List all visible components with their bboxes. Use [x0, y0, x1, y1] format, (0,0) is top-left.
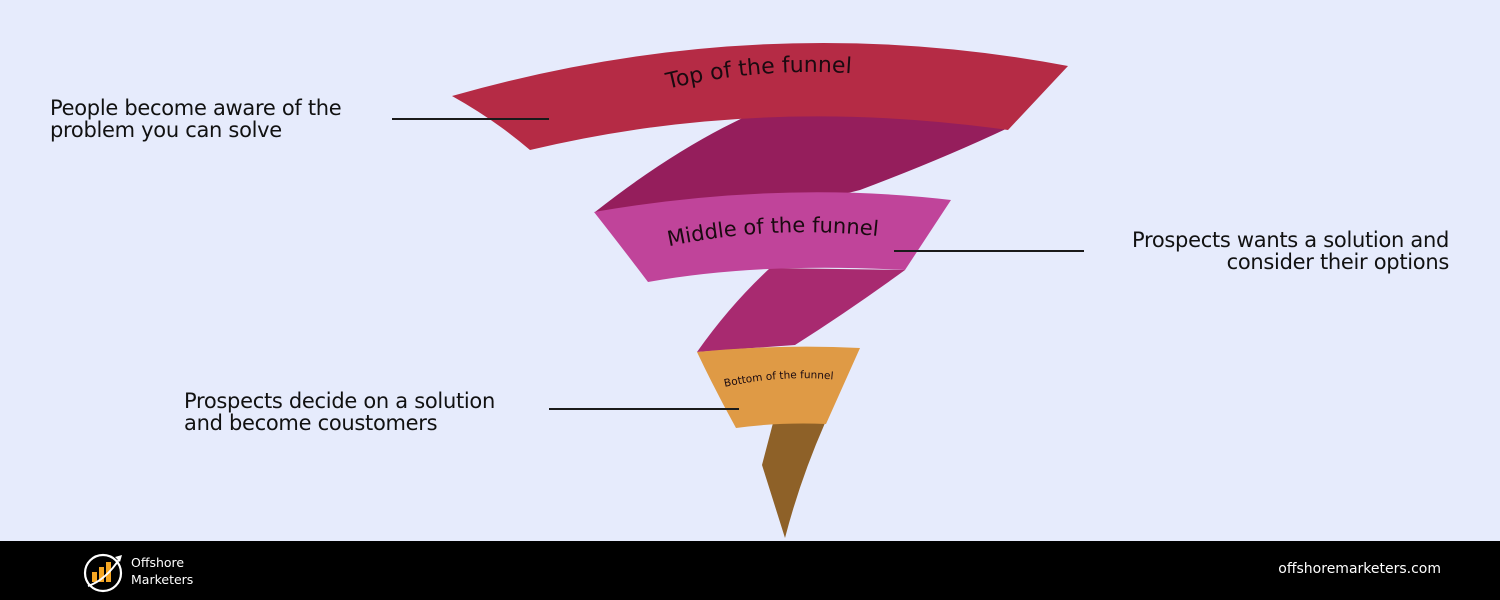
- description-line: problem you can solve: [50, 118, 282, 142]
- funnel-band-top: [452, 42, 1068, 150]
- description-line: Prospects wants a solution and: [1132, 228, 1449, 252]
- description-line: and become coustomers: [184, 411, 438, 435]
- funnel-band-middle: [594, 192, 951, 282]
- funnel-twist-middle: [697, 268, 905, 352]
- footer-bar: Offshore Marketers offshoremarketers.com: [0, 541, 1500, 600]
- funnel-twist-top: [595, 110, 1008, 212]
- funnel-diagram: Top of the funnel Middle of the funnel B…: [50, 42, 1449, 538]
- growth-chart-icon: [83, 553, 123, 593]
- description-line: consider their options: [1226, 250, 1450, 274]
- stage-description-top: People become aware of the problem you c…: [50, 96, 342, 142]
- funnel-tail: [762, 423, 825, 538]
- stage-description-bottom: Prospects decide on a solution and becom…: [184, 390, 495, 434]
- funnel-graphic: Top of the funnel Middle of the funnel B…: [392, 42, 1084, 538]
- stage-description-middle: Prospects wants a solution and consider …: [1132, 229, 1449, 273]
- description-line: Prospects decide on a solution: [184, 389, 495, 413]
- funnel-band-bottom: [697, 346, 860, 428]
- description-line: People become aware of the: [50, 96, 342, 120]
- brand-line-1: Offshore: [131, 555, 185, 570]
- brand-name: Offshore Marketers: [131, 554, 193, 588]
- brand-line-2: Marketers: [131, 572, 194, 587]
- website-link[interactable]: offshoremarketers.com: [1278, 561, 1441, 577]
